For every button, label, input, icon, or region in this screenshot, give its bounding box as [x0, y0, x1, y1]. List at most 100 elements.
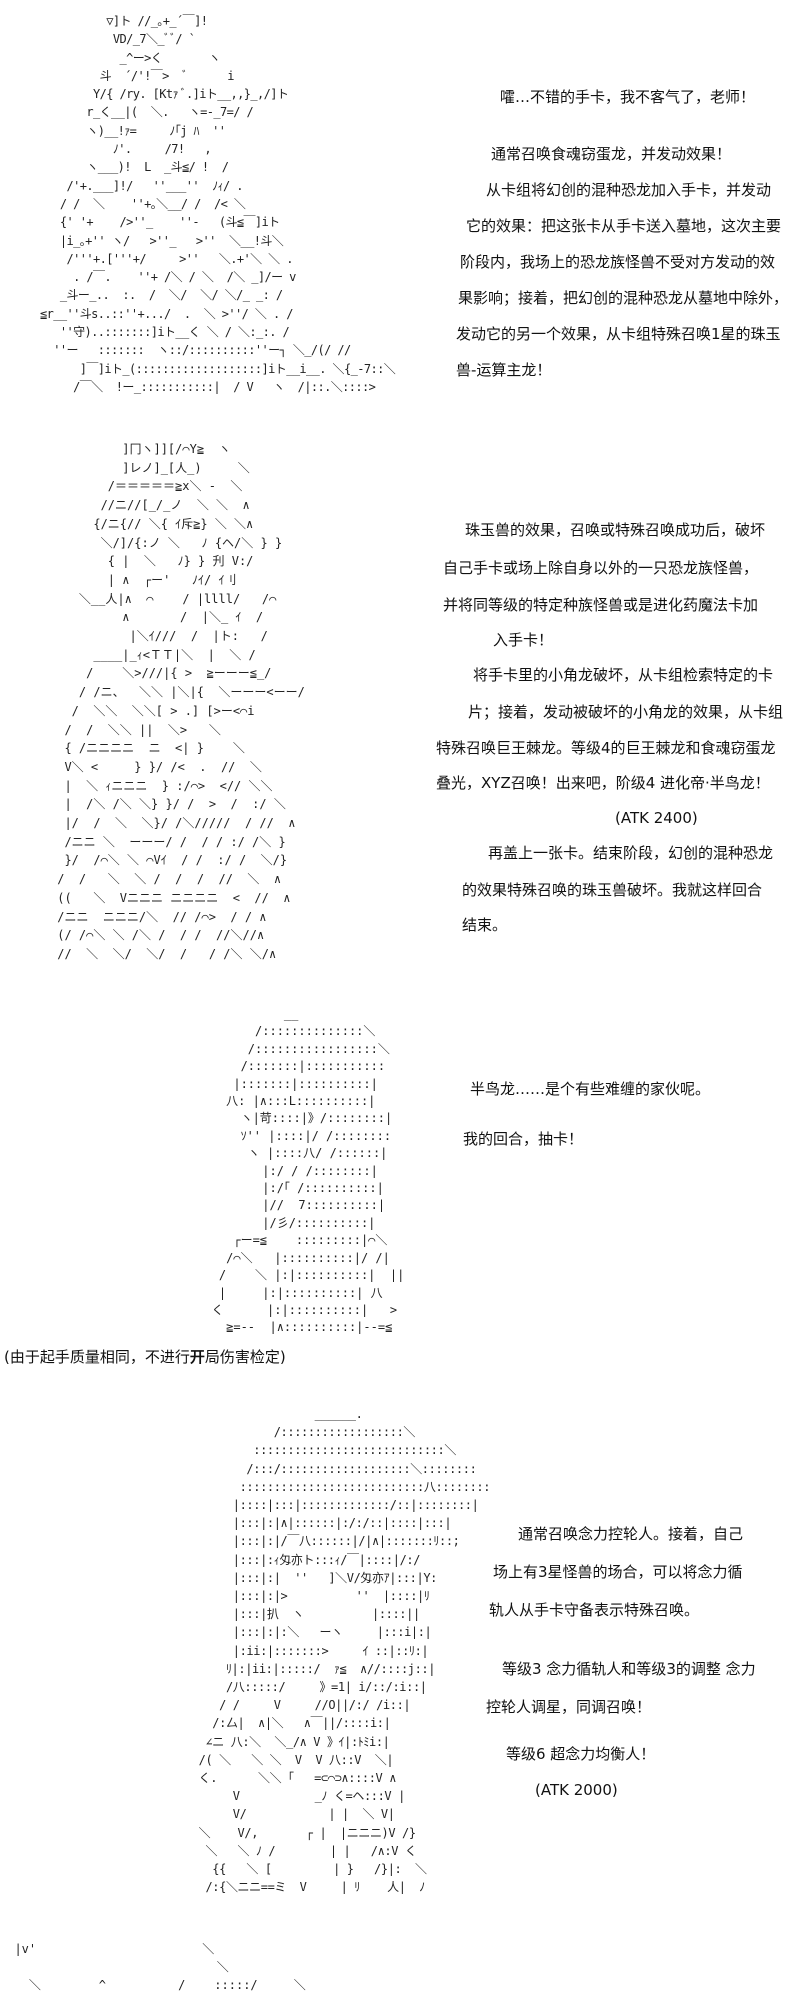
ascii-art-line: ﾉ'. /7! , — [40, 142, 212, 157]
ascii-art-line: r_く__|( ＼. ヽ=-_7=/ / — [40, 105, 254, 120]
dialogue-line: 并将同等级的特定种族怪兽或是进化药魔法卡加 — [443, 596, 759, 614]
ascii-art-line: |:ii:|:::::::> ｲ ::|::ﾘ:| — [185, 1643, 429, 1658]
dialogue-line: 它的效果：把这张卡从手卡送入墓地，这次主要 — [466, 217, 782, 235]
dialogue-line: 特殊召唤巨王棘龙。等级4的巨王棘龙和食魂窃蛋龙 — [436, 739, 776, 757]
ascii-art-line: / / ＼＼ || ＼> ＼ — [50, 722, 221, 737]
ascii-art-line: ヽ___)! L _斗≦/ ! / — [40, 160, 229, 175]
ascii-art-line: /＝＝＝＝＝≧x＼ - ＼ — [50, 479, 243, 494]
ascii-art-line: |:::|:| '' ]＼V/匁亦ｱ|:::|Y: — [185, 1570, 438, 1585]
ascii-art-line: /:厶| ∧|＼ ∧￣||/::::i:| — [185, 1716, 391, 1731]
dialogue-line: 结束。 — [462, 916, 508, 934]
ascii-art-line: |:::|扒 ヽ |::::|| — [185, 1607, 420, 1622]
dialogue-line: 片；接着，发动被破坏的小角龙的效果，从卡组 — [468, 703, 784, 721]
ascii-art-line: / / V //O||/:/ /i::| — [185, 1698, 411, 1713]
note-text: 局伤害检定) — [204, 1348, 286, 1366]
ascii-art-line: |v' ＼ — [0, 1942, 215, 1956]
ascii-art-line: |i_｡+'' ヽ/ >''_ >'' ＼__!斗＼ — [40, 233, 284, 248]
ascii-art-line: |:/ / /::::::::| — [190, 1163, 378, 1178]
ascii-art-line: ＼ ＼ ﾉ / | | /∧:V く — [185, 1843, 417, 1858]
ascii-art-line: / /ニ、 ＼＼ |＼|{ ＼ーーー<ーー/ — [50, 685, 305, 700]
ascii-art-line: ﾘ|:|ii:|:::::/ ｧ≦ ∧//::::j::| — [185, 1661, 436, 1676]
ascii-art-line: | /＼ /＼ ＼} }/ / > / :/ ＼ — [50, 797, 286, 812]
ascii-art-line: ＼ V/, ┌ | |ニニニ)V /} — [185, 1825, 416, 1840]
ascii-art-line: ____|_ｨ<ＴＴ|＼ | ＼ / — [50, 647, 256, 662]
ascii-art-line: . /￣. ''+ /＼ / ＼ /＼ _]/ー v — [40, 270, 296, 285]
ascii-art-line: ▽]ト //_｡+_´￣]! — [40, 14, 208, 28]
dialogue-line: 叠光，XYZ召唤！出来吧，阶级4 进化帝·半鸟龙！ — [436, 774, 770, 792]
dialogue-line: 自己手卡或场上除自身以外的一只恐龙族怪兽， — [443, 559, 759, 577]
ascii-art-line: ヽ |::::八/ /::::::| — [190, 1146, 388, 1161]
ascii-art-line: /ニニ ＼ ーーー/ / / / :/ /＼ } — [50, 834, 286, 849]
ascii-art-line: ＼/]/{:ノ ＼ ﾉ {ヘ/＼ } } — [50, 535, 283, 550]
ascii-art-line: /￣＼ !ー_:::::::::::| / V ヽ /|::.＼::::> — [40, 379, 376, 394]
dialogue-line: 果影响；接着，把幻创的混种恐龙从墓地中除外， — [458, 289, 789, 307]
ascii-art-line: |＼ｲ/// / |ト: / — [50, 629, 268, 644]
ascii-art-line: ヽ)__!ｧ= ﾉ｢j ﾊ '' — [40, 123, 226, 138]
ascii-art-line: /::::::::::::::::::＼ — [185, 1425, 416, 1440]
ascii-art-line: /:::/:::::::::::::::::::＼:::::::: — [185, 1461, 477, 1476]
dialogue-line: 等级6 超念力均衡人！ — [506, 1745, 656, 1763]
note-text: (由于起手质量相同，不进行 — [4, 1348, 190, 1366]
ascii-art-line: く. ＼＼ ｢ =⊂⌒⊃∧::::V ∧ — [185, 1771, 397, 1786]
narration-note: (由于起手质量相同，不进行开局伤害检定) — [4, 1348, 286, 1366]
ascii-art-line: ┌ー=≦ :::::::::|⌒＼ — [190, 1233, 388, 1248]
dialogue-line: 等级3 念力循轨人和等级3的调整 念力 — [502, 1660, 756, 1678]
atk-value: (ATK 2400) — [615, 809, 698, 827]
ascii-art-line: |:::::::|::::::::::| — [190, 1076, 378, 1091]
ascii-art-line: |:::|:|> '' |::::|ﾘ — [185, 1589, 430, 1604]
ascii-art-line: ＼__人|∧ ⌒ / |llll/ /⌒ — [50, 591, 277, 606]
dialogue-line: 珠玉兽的效果，召唤或特殊召唤成功后，破坏 — [465, 521, 766, 539]
ascii-art-line: |/彡/::::::::::| — [190, 1215, 376, 1230]
ascii-art-line: |/ / ＼ ＼}/ /＼///// / // ∧ — [50, 816, 296, 831]
ascii-art-line: /'''+.['''+/ >'' ＼.+'＼ ＼ . — [40, 251, 293, 266]
ascii-art-line: /'+.___]!/ ''___'' ﾉｨ/ . — [40, 178, 243, 193]
ascii-art-line: 斗 ´/'!￣> ﾞ i — [40, 68, 235, 83]
ascii-art-line: ｿ'' |::::|/ /:::::::: — [190, 1128, 392, 1143]
ascii-art-line: /::::::::::::::＼ — [190, 1024, 376, 1039]
dialogue-line: 入手卡！ — [493, 631, 554, 649]
ascii-art-character-2: ]冂ヽ]][/⌒Y≧ ヽ ]レノ]_[人_) ＼ /＝＝＝＝＝≧x＼ - ＼ /… — [50, 440, 305, 964]
ascii-art-line: / ＼>///|{ > ≧ーーー≦_/ — [50, 666, 272, 681]
ascii-art-line: _斗ー_.. :. / ＼/ ＼/ ＼/_ _: / — [40, 288, 283, 303]
ascii-art-line: ::::::::::::::::::::::::::::＼ — [185, 1443, 456, 1458]
ascii-art-line: |:/｢ /::::::::::| — [190, 1181, 384, 1196]
ascii-art-character-4: ______. /::::::::::::::::::＼ :::::::::::… — [185, 1405, 491, 1896]
dialogue-line: 再盖上一张卡。结束阶段，幻创的混种恐龙 — [488, 844, 774, 862]
ascii-art-line: ∧ / |＼_ ｲ / — [50, 610, 264, 625]
ascii-art-line: /ニニ ニニニ/＼ // /⌒> / / ∧ — [50, 909, 267, 924]
ascii-art-line: ]レノ]_[人_) ＼ — [50, 460, 250, 475]
ascii-art-line: ''ー ::::::: ヽ::/::::::::::''ー┐ ＼_/(/ // — [40, 343, 351, 358]
ascii-art-line: /:{＼ニニ==ミ V | ﾘ 人| ﾉ — [185, 1880, 425, 1895]
dialogue-line: 阶段内，我场上的恐龙族怪兽不受对方发动的效 — [460, 253, 776, 271]
ascii-art-line: ∠ニ 八:＼ ＼_/∧ V 》ｲ|:ﾄﾐi:| — [185, 1734, 390, 1749]
ascii-art-line: {' '+ />''_ ''- (斗≦￣]iト — [40, 215, 280, 230]
ascii-art-line: |:::|:|:＼ ーヽ |:::i|:| — [185, 1625, 432, 1640]
dialogue-line: 通常召唤食魂窃蛋龙，并发动效果！ — [491, 145, 732, 163]
ascii-art-line: ヽ|苛::::|》/::::::::| — [190, 1111, 393, 1126]
ascii-art-line: / ＼＼ ＼＼[ > .] [>ー<⌒i — [50, 703, 255, 718]
ascii-art-line: V _ﾉ く=ヘ:::V | — [185, 1789, 406, 1804]
dialogue-line: 通常召唤念力控轮人。接着，自己 — [518, 1525, 744, 1543]
ascii-art-line: |:::|:|∧|::::::|:/:/::|::::|:::| — [185, 1516, 452, 1531]
ascii-art-line: / / ＼ ''+｡＼__/ / /< ＼ — [40, 196, 246, 211]
ascii-art-line: ＼ — [0, 1960, 229, 1974]
ascii-art-line: /⌒＼ |::::::::::|/ /| — [190, 1250, 390, 1265]
ascii-art-line: / ＼ |:|::::::::::| || — [190, 1268, 405, 1283]
ascii-art-line: ______. — [185, 1407, 363, 1421]
ascii-art-line: /:::::::::::::::::＼ — [190, 1041, 390, 1056]
atk-value: (ATK 2000) — [535, 1781, 618, 1799]
ascii-art-line: }/ /⌒＼ ＼ ⌒Vｲ / / :/ / ＼/} — [50, 853, 288, 868]
ascii-art-line: // ＼ ＼/ ＼/ / / /＼ ＼/∧ — [50, 946, 277, 961]
ascii-art-line: |:::|:ｨ匁亦ト:::ｨ/￣|::::|/:/ — [185, 1552, 421, 1567]
ascii-art-line: |// 7::::::::::| — [190, 1198, 386, 1213]
ascii-art-line: く |:|::::::::::| > — [190, 1302, 398, 1317]
ascii-art-line: ]冂ヽ]][/⌒Y≧ ヽ — [50, 442, 231, 456]
ascii-art-line: {{ ＼ [ | } /}|: ＼ — [185, 1862, 427, 1877]
dialogue-line: 轨人从手卡守备表示特殊召唤。 — [489, 1601, 700, 1619]
ascii-art-line: { | ＼ ﾉ} } 刋 V:/ — [50, 554, 254, 569]
ascii-art-line: 八: |∧:::L::::::::::| — [190, 1094, 376, 1109]
ascii-art-line: V＼ < } }/ /< . // ＼ — [50, 759, 262, 774]
dialogue-line: 嚯…不错的手卡，我不客气了，老师！ — [500, 88, 756, 106]
dialogue-line: 的效果特殊召唤的珠玉兽破坏。我就这样回合 — [462, 881, 763, 899]
ascii-art-fragment: |v' ＼ ＼ ＼ ^ / :::::/ ＼ — [0, 1940, 305, 1994]
